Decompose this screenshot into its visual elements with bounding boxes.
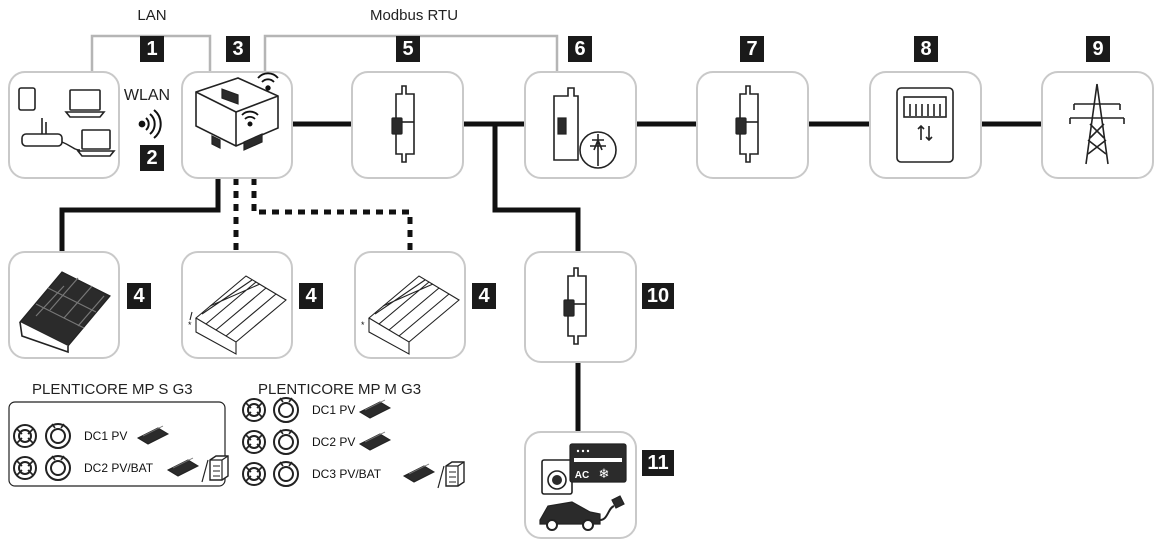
badge-4-c: 4 (472, 283, 496, 309)
wifi-signal-icon (138, 109, 162, 139)
inverter-box (181, 71, 293, 179)
inverter-icon (195, 77, 279, 151)
badge-9: 9 (1086, 36, 1110, 62)
model-m-dc1: DC1 PV (242, 397, 391, 423)
model-m-dc1-label: DC1 PV (312, 403, 355, 417)
breaker-box-10 (524, 251, 637, 363)
badge-4-a: 4 (127, 283, 151, 309)
svg-text:5: 5 (402, 38, 413, 60)
svg-text:4: 4 (305, 285, 317, 307)
model-s-frame (8, 401, 226, 487)
breaker-box-7 (696, 71, 809, 179)
household-consumers-icon: AC ❄ (539, 443, 627, 531)
network-devices-box (8, 71, 120, 179)
solar-panel-icon (403, 463, 435, 483)
svg-text:7: 7 (746, 38, 757, 60)
solar-panel-icon (167, 457, 199, 477)
solar-panel-icon (359, 431, 391, 451)
svg-text:2: 2 (146, 147, 157, 169)
badge-4-b: 4 (299, 283, 323, 309)
energy-meter-box (524, 71, 637, 179)
model-s-dc2: DC2 PV/BAT (13, 455, 229, 483)
model-m-dc2-label: DC2 PV (312, 435, 355, 449)
badge-7: 7 (740, 36, 764, 62)
model-s-dc1-label: DC1 PV (84, 429, 127, 443)
wlan-label: WLAN (124, 87, 170, 104)
model-m-title: PLENTICORE MP M G3 (258, 381, 421, 398)
model-s-title: PLENTICORE MP S G3 (32, 381, 193, 398)
ac-label: AC (575, 470, 589, 481)
badge-8: 8 (914, 36, 938, 62)
solar-panel-icon (19, 271, 111, 354)
model-s-dc1: DC1 PV (13, 423, 169, 449)
solar-panel-icon (137, 425, 169, 445)
solar-box-1 (8, 251, 120, 359)
energy-meter-icon (553, 87, 617, 169)
badge-10: 10 (642, 283, 674, 309)
modbus-label: Modbus RTU (370, 7, 458, 24)
battery-icon (209, 455, 229, 481)
badge-5: 5 (396, 36, 420, 62)
badge-1: 1 (140, 36, 164, 62)
wire-panel-1 (59, 178, 221, 252)
battery-icon (445, 461, 465, 487)
badge-11: 11 (642, 450, 674, 476)
solar-box-3: * (354, 251, 466, 359)
svg-text:4: 4 (478, 285, 490, 307)
badge-3: 3 (226, 36, 250, 62)
svg-text:*: * (188, 320, 192, 330)
svg-text:6: 6 (574, 38, 585, 60)
feed-in-meter-box (869, 71, 982, 179)
svg-text:1: 1 (146, 38, 157, 60)
feed-in-meter-icon (896, 87, 954, 163)
svg-text:9: 9 (1092, 38, 1103, 60)
svg-text:*: * (361, 320, 365, 330)
wire-panel-3 (251, 178, 413, 252)
circuit-breaker-icon (391, 85, 415, 163)
solar-panel-icon: * (361, 275, 460, 355)
svg-text:8: 8 (920, 38, 931, 60)
breaker-box-5 (351, 71, 464, 179)
svg-text:10: 10 (647, 285, 669, 307)
model-m-dc2: DC2 PV (242, 429, 391, 455)
circuit-breaker-icon (735, 85, 759, 163)
network-devices-icon (18, 87, 116, 157)
model-s-dc2-label: DC2 PV/BAT (84, 461, 154, 475)
model-m-dc3: DC3 PV/BAT (242, 461, 465, 489)
solar-box-2: * (181, 251, 293, 359)
lan-label: LAN (137, 7, 166, 24)
wire-branch-consumers (492, 124, 581, 252)
grid-box (1041, 71, 1154, 179)
svg-text:3: 3 (232, 38, 243, 60)
model-m-dc3-label: DC3 PV/BAT (312, 467, 382, 481)
solar-panel-icon (359, 399, 391, 419)
svg-text:4: 4 (133, 285, 145, 307)
power-pylon-icon (1069, 83, 1125, 165)
solar-panel-icon: * (188, 275, 287, 355)
circuit-breaker-icon (563, 267, 587, 345)
badge-2: 2 (140, 145, 164, 171)
svg-text:❄: ❄ (599, 466, 610, 481)
consumers-box: AC ❄ (524, 431, 637, 539)
svg-text:11: 11 (647, 452, 668, 474)
wifi-icon (241, 72, 279, 127)
badge-6: 6 (568, 36, 592, 62)
